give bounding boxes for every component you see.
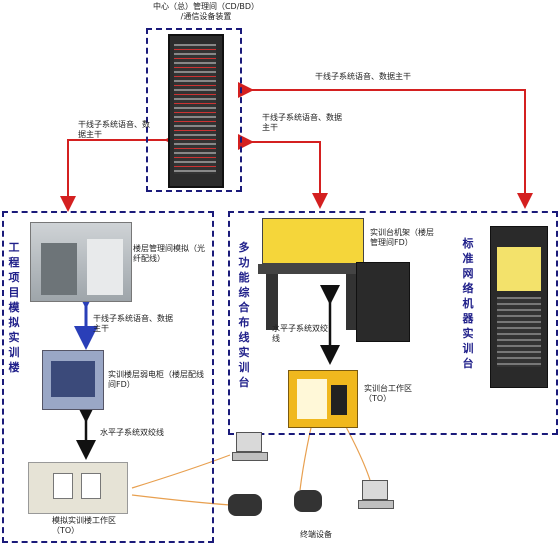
red-arrow-left	[60, 132, 180, 212]
right-panel-title: 标准网络机器实训台	[462, 237, 474, 370]
work-panel-image	[288, 370, 358, 428]
red-arrow-mid	[238, 134, 328, 209]
training-rack-image	[258, 218, 366, 330]
arrow-label-mid: 干线子系统语音、数据主干	[262, 113, 342, 132]
network-rack-image	[490, 226, 548, 388]
terminal-label: 终端设备	[300, 530, 332, 539]
horizontal-label-mid: 水平子系统双绞线	[272, 324, 328, 343]
workarea-label: 模拟实训楼工作区（TO）	[52, 516, 116, 535]
floor-cabinet-image	[42, 350, 104, 410]
left-panel-title: 工程项目模拟实训楼	[8, 241, 20, 374]
top-cabinet	[168, 34, 224, 188]
left-panel-frame	[2, 211, 214, 543]
arrow-label-left: 干线子系统语音、数据主干	[78, 120, 150, 139]
rack-unit-image	[356, 262, 410, 342]
phone-icon-1	[228, 494, 262, 516]
cable-2	[131, 494, 231, 506]
computer-icon-1	[232, 432, 268, 462]
computer-icon-2	[358, 480, 394, 512]
room-label: 楼层管理间模拟（光纤配线）	[133, 244, 205, 263]
rack-label: 实训台机架（楼层管理间FD）	[370, 228, 434, 247]
cable-1	[131, 454, 231, 489]
phone-icon-2	[294, 490, 322, 512]
floor-cabinet-label: 实训楼层弱电柜（楼层配线间FD）	[108, 370, 204, 389]
top-cabinet-frame	[146, 28, 242, 192]
horizontal-label-left: 水平子系统双绞线	[100, 428, 164, 437]
mid-panel-title: 多功能综合布线实训台	[238, 241, 250, 389]
work-label: 实训台工作区（TO）	[364, 384, 412, 403]
simulation-room-image	[30, 222, 132, 302]
arrow-label-right: 干线子系统语音、数据主干	[315, 72, 411, 81]
trunk-label: 干线子系统语音、数据主干	[93, 314, 173, 333]
top-cabinet-title: 中心（总）管理间（CD/BD） /通信设备装置	[152, 2, 260, 21]
red-arrow-right	[238, 82, 533, 209]
workarea-panel-image	[28, 462, 128, 514]
mid-right-frame	[228, 211, 558, 435]
